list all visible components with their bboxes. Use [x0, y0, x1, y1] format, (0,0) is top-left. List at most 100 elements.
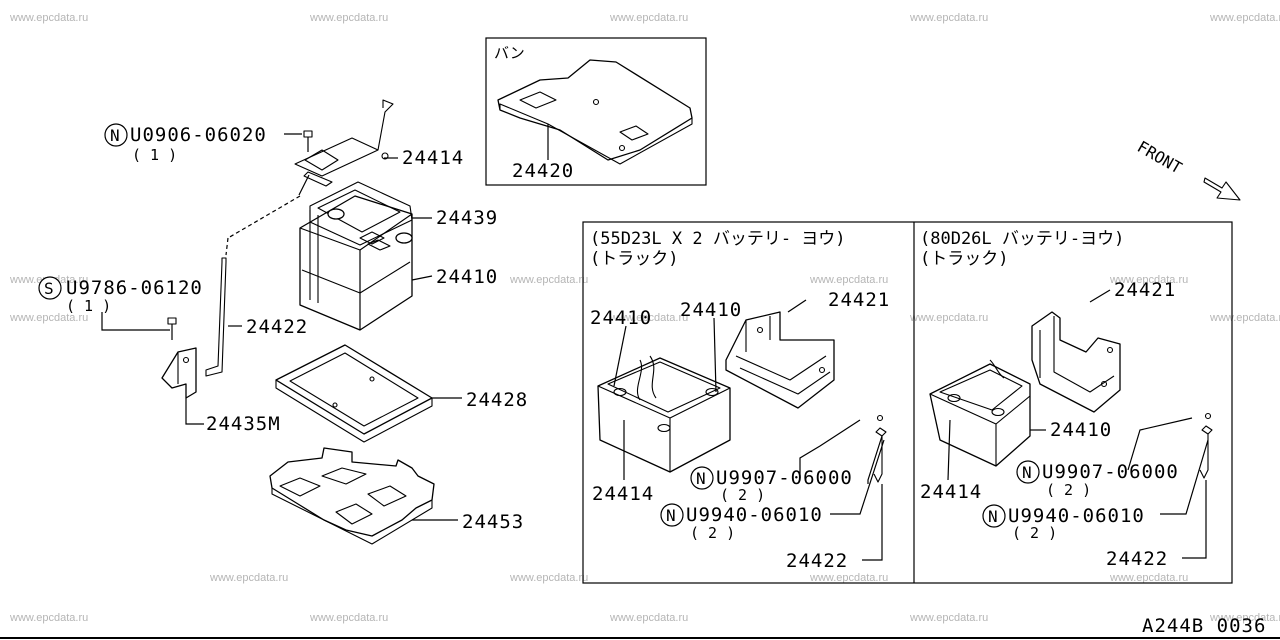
- watermark: www.epcdata.ru: [509, 572, 588, 584]
- van-tray-side: [499, 103, 693, 165]
- panel-b-label-24421: 24421: [1114, 279, 1176, 301]
- washer-icon: [1201, 425, 1213, 435]
- watermark: www.epcdata.ru: [1209, 12, 1280, 24]
- watermark: www.epcdata.ru: [609, 612, 688, 624]
- battery-terminal-icon: [327, 208, 345, 220]
- battery-terminal-icon: [705, 387, 719, 397]
- holder-edges: [735, 316, 827, 381]
- panel-b-label-24414: 24414: [920, 481, 982, 503]
- watermark: www.epcdata.ru: [309, 12, 388, 24]
- leader-line: [867, 435, 883, 484]
- code-circle-icon: [1016, 460, 1040, 484]
- battery-holder: [1031, 311, 1121, 413]
- battery-clamp-inner: [317, 189, 401, 233]
- screw-head-icon: [167, 317, 177, 325]
- label-24420: 24420: [512, 160, 574, 182]
- frame-plate: [294, 137, 379, 177]
- bracket-24435m: [161, 347, 197, 399]
- panel-b-washer-part: U9940-06010: [1008, 505, 1145, 527]
- label-24414: 24414: [402, 147, 464, 169]
- frame-hole: [381, 152, 389, 160]
- leader-line: [185, 398, 204, 425]
- panel-a-label-24414: 24414: [592, 483, 654, 505]
- battery-base: [269, 447, 435, 537]
- leader-line: [799, 419, 861, 478]
- bracket-screw-code: S: [44, 279, 54, 298]
- washer-icon: [875, 427, 887, 437]
- label-24428: 24428: [466, 389, 528, 411]
- truck-panels-frame: [582, 221, 1233, 584]
- holder-hole: [1106, 346, 1114, 354]
- panel-b-washer-qty: ( 2 ): [1012, 524, 1057, 542]
- watermark: www.epcdata.ru: [9, 612, 88, 624]
- code-circle-icon: [982, 504, 1006, 528]
- van-tray-hole: [618, 144, 626, 152]
- watermark: www.epcdata.ru: [1109, 274, 1188, 286]
- battery: [929, 363, 1031, 467]
- leader-line: [862, 484, 883, 561]
- clamp-bolt-qty: ( 1 ): [132, 146, 177, 164]
- clamp-bolt-code: N: [110, 126, 120, 145]
- panel-b-nut-qty: ( 2 ): [1046, 481, 1091, 499]
- watermark: www.epcdata.ru: [909, 312, 988, 324]
- watermark: www.epcdata.ru: [809, 274, 888, 286]
- base-recess: [335, 503, 373, 525]
- battery-holder: [725, 311, 835, 409]
- truck-panel-a: (55D23L X 2 バッテリ- ヨウ) (トラック) 24410 244: [590, 229, 889, 572]
- nut-icon: [1204, 412, 1212, 420]
- diagram-code: A244B 0036: [1142, 615, 1266, 637]
- front-arrow-icon: [1203, 177, 1241, 201]
- leader-line: [411, 275, 433, 281]
- battery-top: [939, 369, 1023, 411]
- watermark: www.epcdata.ru: [1209, 312, 1280, 324]
- code-circle-icon: [690, 466, 714, 490]
- watermark: www.epcdata.ru: [209, 572, 288, 584]
- watermark: www.epcdata.ru: [9, 12, 88, 24]
- leader-line: [101, 312, 170, 331]
- leader-line: [613, 325, 627, 387]
- panel-b-nut-part: U9907-06000: [1042, 461, 1179, 483]
- panel-a-label-24410: 24410: [590, 307, 652, 329]
- holder-hole: [1100, 380, 1108, 388]
- bolt-head-icon: [303, 130, 313, 138]
- watermark: www.epcdata.ru: [1209, 612, 1280, 624]
- leader-line: [787, 299, 807, 313]
- panel-b-subtitle: (トラック): [920, 249, 1008, 269]
- leader-line: [713, 317, 717, 393]
- battery-body: [299, 195, 413, 331]
- battery-terminal-icon: [991, 407, 1005, 417]
- battery-cable: [636, 359, 642, 401]
- battery-pair-top: [607, 361, 721, 413]
- panel-a-label-24422: 24422: [786, 550, 848, 572]
- battery-edges: [929, 393, 1031, 466]
- label-24439: 24439: [436, 207, 498, 229]
- frame-plate-detail: [304, 149, 339, 171]
- panel-a-title: (55D23L X 2 バッテリ- ヨウ): [590, 229, 846, 249]
- left-battery-assembly: N U0906-06020 ( 1 ) S U9786-06120 ( 1 ) …: [38, 99, 528, 545]
- nut-icon: [876, 414, 884, 422]
- van-box-frame: [485, 37, 707, 186]
- clamp-side-rod: [309, 210, 319, 303]
- panel-a-nut-qty: ( 2 ): [720, 486, 765, 504]
- panel-b-title: (80D26L バッテリ-ヨウ): [920, 229, 1124, 249]
- bracket-screw-qty: ( 1 ): [66, 297, 111, 315]
- van-tray: [497, 59, 693, 161]
- leader-line: [1160, 439, 1209, 515]
- panel-a-label-24410: 24410: [680, 299, 742, 321]
- leader-line: [1127, 417, 1193, 471]
- panel-a-subtitle: (トラック): [590, 249, 678, 269]
- frame-tab: [303, 171, 333, 187]
- base-recess: [279, 477, 321, 497]
- code-circle-icon: [660, 503, 684, 527]
- truck-panel-b: (80D26L バッテリ-ヨウ) (トラック) 24421 24410 2441…: [920, 229, 1213, 570]
- van-tray-hole: [592, 98, 600, 106]
- holder-bottom: [739, 367, 831, 395]
- watermark: www.epcdata.ru: [509, 274, 588, 286]
- panel-a-washer-code: N: [666, 506, 676, 525]
- panel-b-washer-code: N: [988, 507, 998, 526]
- battery-band: [301, 261, 411, 294]
- hold-rod: [205, 257, 227, 377]
- panel-b-nut-code: N: [1022, 463, 1032, 482]
- battery-terminal-icon: [947, 393, 961, 403]
